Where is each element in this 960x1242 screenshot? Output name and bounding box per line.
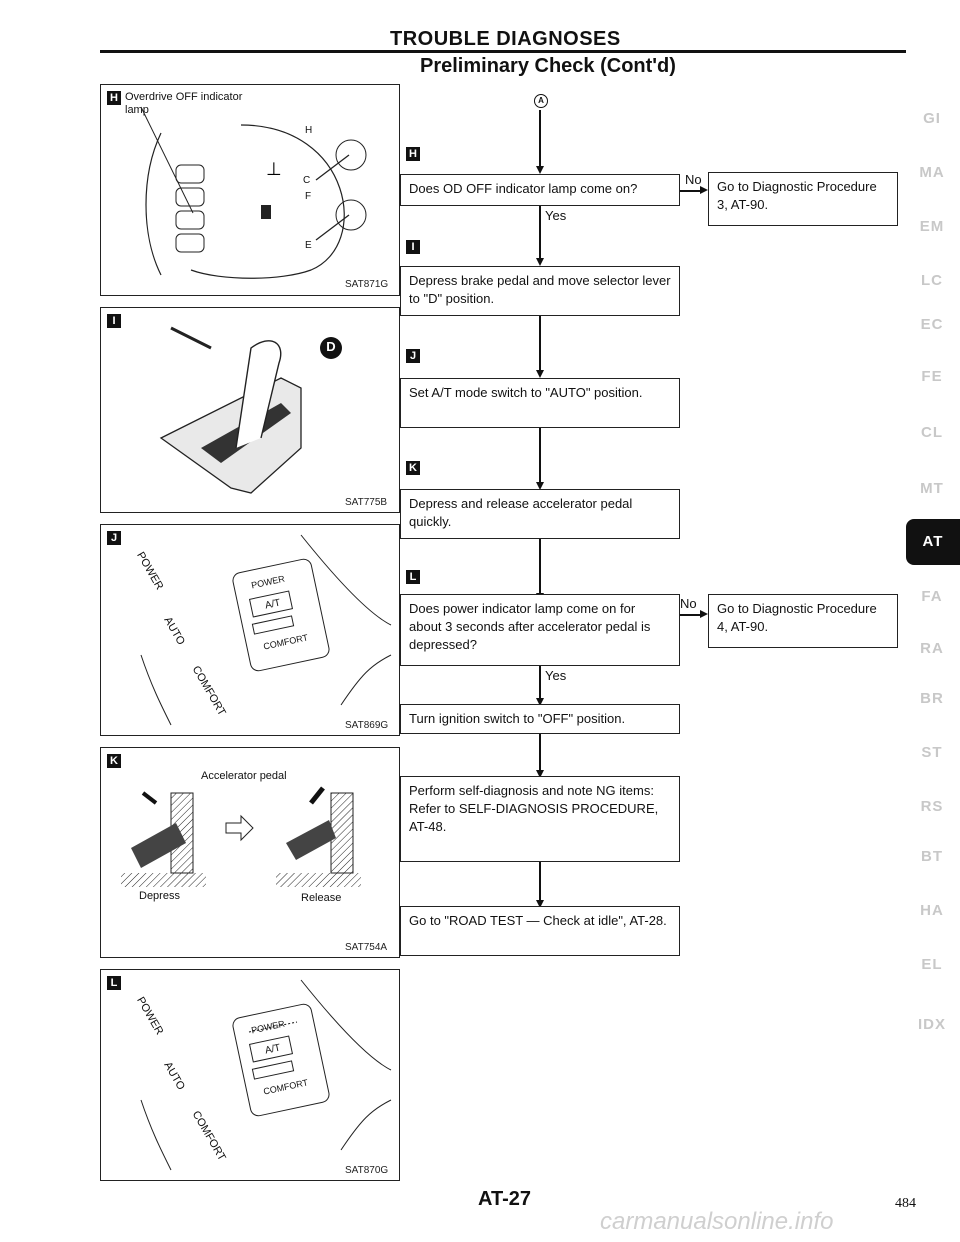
flow-start-marker: A	[534, 94, 548, 108]
section-tab-st[interactable]: ST	[921, 744, 943, 761]
section-tab-lc[interactable]: LC	[921, 272, 943, 289]
flow-arrow	[536, 698, 544, 706]
header-rule	[100, 50, 906, 53]
flow-arrow	[700, 186, 708, 194]
section-tab-em[interactable]: EM	[919, 218, 945, 235]
watermark: carmanualsonline.info	[600, 1208, 834, 1235]
flow-arrow	[536, 370, 544, 378]
figure-code: SAT869G	[345, 720, 389, 731]
section-tab-el[interactable]: EL	[921, 956, 943, 973]
step-tag-h: H	[406, 147, 420, 161]
section-tab-ma[interactable]: MA	[919, 164, 945, 181]
panel-tag-h: H	[107, 91, 121, 105]
no-target-procedure-4: Go to Diagnostic Procedure 4, AT-90.	[708, 594, 898, 648]
illustration-panel-k: K Accelerator pedal Depress Release SAT7…	[100, 747, 400, 958]
gauge-mark-f: F	[305, 191, 312, 202]
panel-tag-l: L	[107, 976, 121, 990]
flow-connector	[539, 428, 541, 484]
selector-lever-illustration	[159, 326, 342, 494]
no-label: No	[685, 172, 702, 187]
page-number: 484	[895, 1196, 916, 1211]
step-tag-j: J	[406, 349, 420, 363]
svg-text:⊥: ⊥	[266, 159, 282, 180]
section-tab-cl[interactable]: CL	[921, 424, 943, 441]
section-tab-idx[interactable]: IDX	[917, 1016, 946, 1033]
section-tab-fa[interactable]: FA	[921, 588, 943, 605]
flow-connector	[680, 190, 702, 192]
flow-arrow	[700, 610, 708, 618]
illustration-panel-j: J POWER AUTO COMFORT POWER A/T COMFORT S…	[100, 524, 400, 736]
figure-code: SAT870G	[345, 1165, 389, 1176]
figure-code: SAT754A	[345, 942, 388, 953]
section-tab-br[interactable]: BR	[920, 690, 944, 707]
panel-tag-j: J	[107, 531, 121, 545]
gauge-cluster-illustration: ⊥	[140, 106, 367, 279]
flow-step-road-test: Go to "ROAD TEST — Check at idle", AT-28…	[400, 906, 680, 956]
section-tab-mt[interactable]: MT	[920, 480, 944, 497]
illustration-panel-i: I D SAT775B	[100, 307, 400, 513]
flow-arrow	[536, 900, 544, 908]
page-code: AT-27	[478, 1188, 531, 1210]
step-tag-l: L	[406, 570, 420, 584]
section-tab-fe[interactable]: FE	[921, 368, 943, 385]
flow-connector	[539, 206, 541, 260]
flow-arrow	[536, 258, 544, 266]
flow-step-self-diagnosis: Perform self-diagnosis and note NG items…	[400, 776, 680, 862]
illustration-panel-h: H Overdrive OFF indicator lamp ⊥ H C F E…	[100, 84, 400, 296]
page-header-title: TROUBLE DIAGNOSES	[390, 28, 621, 50]
section-tab-ec[interactable]: EC	[920, 316, 944, 333]
od-off-lamp-label: Overdrive OFF indicator lamp	[125, 91, 243, 116]
section-tab-at[interactable]: AT	[906, 519, 960, 565]
flow-connector	[680, 614, 702, 616]
no-label: No	[680, 596, 697, 611]
release-label: Release	[301, 892, 342, 904]
flow-connector	[539, 862, 541, 902]
gauge-mark-e: E	[305, 240, 312, 251]
step-tag-i: I	[406, 240, 420, 254]
yes-label: Yes	[545, 208, 567, 223]
flow-step-od-off-check: Does OD OFF indicator lamp come on?	[400, 174, 680, 206]
figure-code: SAT775B	[345, 497, 388, 508]
panel-tag-i: I	[107, 314, 121, 328]
position-d-badge: D	[326, 339, 336, 354]
step-tag-k: K	[406, 461, 420, 475]
flow-step-brake-selector: Depress brake pedal and move selector le…	[400, 266, 680, 316]
yes-label: Yes	[545, 668, 567, 683]
panel-tag-k: K	[107, 754, 121, 768]
section-tab-ha[interactable]: HA	[920, 902, 944, 919]
flow-connector	[539, 110, 541, 166]
page-subtitle: Preliminary Check (Cont'd)	[420, 55, 676, 77]
depress-label: Depress	[139, 890, 180, 902]
gauge-mark-c: C	[303, 175, 311, 186]
flow-step-accelerator: Depress and release accelerator pedal qu…	[400, 489, 680, 539]
mode-switch-illustration	[140, 534, 392, 726]
flow-step-ignition-off: Turn ignition switch to "OFF" position.	[400, 704, 680, 734]
flow-arrow	[536, 770, 544, 778]
section-tab-gi[interactable]: GI	[923, 110, 941, 127]
section-tab-ra[interactable]: RA	[920, 640, 944, 657]
flow-arrow	[536, 166, 544, 174]
flow-connector	[539, 539, 541, 595]
section-tab-bt[interactable]: BT	[921, 848, 943, 865]
accelerator-pedal-title: Accelerator pedal	[201, 770, 287, 782]
no-target-procedure-3: Go to Diagnostic Procedure 3, AT-90.	[708, 172, 898, 226]
gauge-mark-h: H	[305, 125, 313, 136]
section-tab-rs[interactable]: RS	[920, 798, 944, 815]
flow-step-power-indicator: Does power indicator lamp come on for ab…	[400, 594, 680, 666]
flow-connector	[539, 666, 541, 700]
flow-arrow	[536, 482, 544, 490]
flow-connector	[539, 734, 541, 772]
flow-connector	[539, 316, 541, 372]
accelerator-pedal-illustration	[121, 786, 361, 887]
figure-code: SAT871G	[345, 279, 389, 290]
illustration-panel-l: L POWER AUTO COMFORT POWER A/T COMFORT S…	[100, 969, 400, 1181]
mode-switch-indicator-illustration	[140, 979, 392, 1171]
flow-step-mode-auto: Set A/T mode switch to "AUTO" position.	[400, 378, 680, 428]
